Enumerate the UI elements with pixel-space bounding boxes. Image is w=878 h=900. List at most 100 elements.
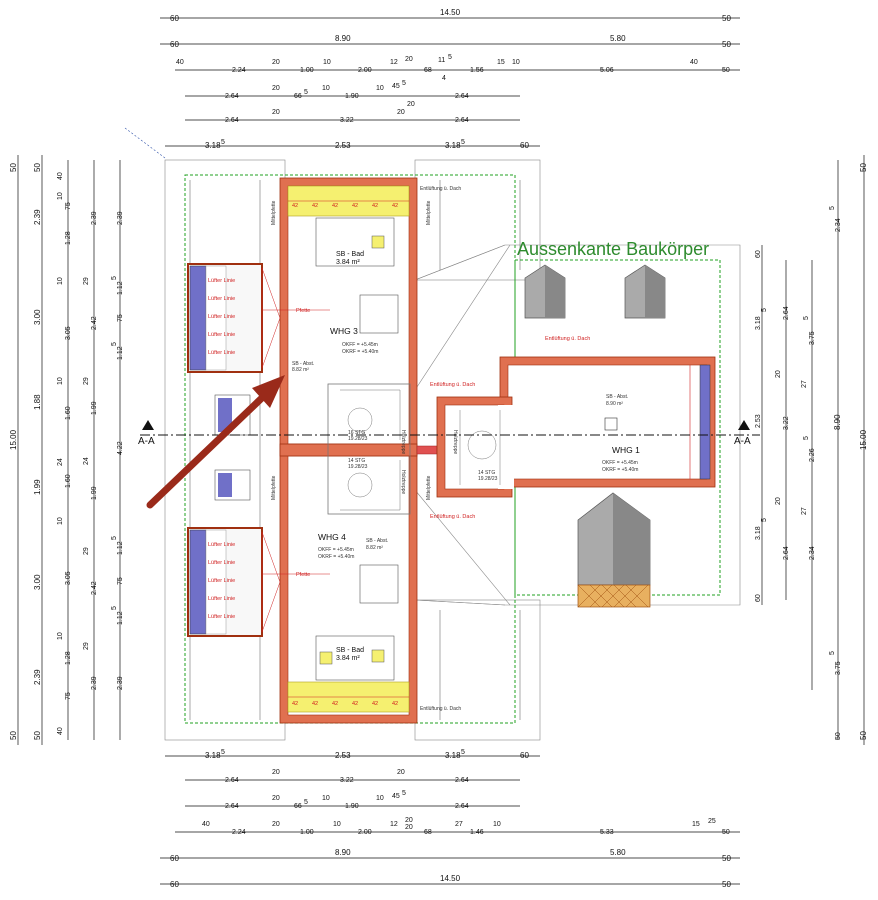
dim-text: 40 <box>57 172 64 180</box>
dim-text: 2.53 <box>335 141 351 150</box>
dim-text: 50 <box>33 731 42 740</box>
dim-text: 5.80 <box>610 848 626 857</box>
pfette-label: Pfette <box>296 572 310 578</box>
dim-text: 60 <box>170 40 179 49</box>
dim-text: 10 <box>57 192 64 200</box>
dim-text: 11 <box>438 57 445 64</box>
dim-text: 3.18 <box>445 751 461 760</box>
dim-text: 25 <box>708 818 716 825</box>
luftung-label: Lüfter Linie <box>208 296 235 302</box>
dim-text: 5 <box>221 139 225 146</box>
dim-text: 5 <box>111 606 118 610</box>
dim-text: 20 <box>272 109 280 116</box>
dim-text: 5 <box>111 342 118 346</box>
dim-text: 3.22 <box>783 416 790 430</box>
dim-text: 68 <box>424 829 432 836</box>
dim-text: 60 <box>520 141 529 150</box>
stg-lower-dim: 19.28/23 <box>348 464 368 470</box>
dim-text: 5 <box>761 308 768 312</box>
dim-text: 2.64 <box>455 777 469 784</box>
dim-text: 15 <box>497 59 505 66</box>
dim-text: 5 <box>304 89 308 96</box>
dim-text: 12 <box>390 59 398 66</box>
stg-upper-label: 16 STG <box>348 430 365 436</box>
dim-text: 3.75 <box>809 331 816 345</box>
top-dimension-chains: 60 14.50 50 60 8.90 5.80 50 40 2.24 20 1… <box>160 8 740 150</box>
mittelpfette-label: Mittelpfette <box>271 475 277 500</box>
dim-text: 3.05 <box>65 571 72 585</box>
dim-text: 10 <box>57 277 64 285</box>
whg3-abst: SB - Abst. <box>292 361 314 367</box>
luftung-label: Lüfter Linie <box>208 614 235 620</box>
dim-text: 50 <box>722 14 731 23</box>
luftung-label: Lüfter Linie <box>208 596 235 602</box>
dim-text: 50 <box>9 163 18 172</box>
dim-text: 60 <box>170 14 179 23</box>
dim-text: 1.12 <box>117 281 124 295</box>
dim-text: 3.18 <box>445 141 461 150</box>
whg4-bad-label: SB - Bad <box>336 647 364 654</box>
dim-text: 5 <box>803 316 810 320</box>
dim-text: 3.18 <box>205 751 221 760</box>
dim-text: 2.39 <box>117 676 124 690</box>
entlueftung-label: Entlüftung ü. Dach <box>420 706 461 712</box>
dim-text: 60 <box>170 854 179 863</box>
whg3-bad-area: 3.84 m² <box>336 259 360 266</box>
dim-text: 2.64 <box>783 306 790 320</box>
dim-text: 3.00 <box>33 574 42 590</box>
dim-text: 4 <box>442 75 446 82</box>
luftung-label: Lüfter Linie <box>208 578 235 584</box>
right-dimension-chains: 60 3.18 5 2.53 3.18 5 60 2.64 20 3.22 20… <box>755 155 868 745</box>
pointer-arrow <box>146 375 285 509</box>
dim-text: 20 <box>272 85 280 92</box>
dim-text: 50 <box>859 731 868 740</box>
dim-text: 3.22 <box>340 117 354 124</box>
dim-text: 1.12 <box>117 346 124 360</box>
dim-text: 14.50 <box>440 8 461 17</box>
dim-text: 5 <box>803 436 810 440</box>
dim-text: 2.39 <box>117 211 124 225</box>
dim-text: 15.00 <box>859 429 868 450</box>
dim-text: 10 <box>333 821 341 828</box>
chimneys <box>524 264 666 608</box>
dim-text: 20 <box>397 769 405 776</box>
dim-42: 42 <box>372 701 378 707</box>
dim-text: 68 <box>424 67 432 74</box>
left-dimension-chains: 50 15.00 50 50 2.39 3.00 1.88 1.99 3.00 … <box>9 155 124 745</box>
dim-text: 20 <box>775 370 782 378</box>
dim-text: 3.18 <box>205 141 221 150</box>
luftung-label: Lüfter Linie <box>208 278 235 284</box>
roof-window <box>359 294 399 334</box>
luftung-label: Lüfter Linie <box>208 350 235 356</box>
dim-text: 10 <box>376 85 384 92</box>
dim-text: 10 <box>322 795 330 802</box>
dim-text: 12 <box>390 821 398 828</box>
dim-text: 29 <box>83 277 90 285</box>
dim-text: 15.00 <box>9 429 18 450</box>
dim-text: 2.64 <box>225 803 239 810</box>
dim-42: 42 <box>292 203 298 209</box>
dim-text: 27 <box>455 821 463 828</box>
dim-text: 3.05 <box>65 326 72 340</box>
dim-text: 3.75 <box>835 661 842 675</box>
dim-text: 27 <box>801 507 808 515</box>
dim-text: 5.06 <box>600 67 614 74</box>
dim-text: 3.22 <box>340 777 354 784</box>
staircase-center: 16 STG 19.28/23 14 STG 19.28/23 Holztrep… <box>327 383 411 515</box>
dim-text: 10 <box>57 632 64 640</box>
whg1-staircase: 14 STG 19.28/23 Holztreppe <box>452 410 501 485</box>
dim-text: 40 <box>202 821 210 828</box>
mittelpfette-label: Mittelpfette <box>426 475 432 500</box>
dim-text: 1.99 <box>91 486 98 500</box>
entlueftung-label: Entlüftung ü. Dach <box>420 186 461 192</box>
whg1-title: WHG 1 <box>612 445 640 455</box>
dim-text: 29 <box>83 377 90 385</box>
whg3-top-strip: 42 42 42 42 42 42 Entlüftung ü. Dach <box>287 185 461 217</box>
dim-text: 8.90 <box>833 414 842 430</box>
whg1-chimney <box>604 417 618 431</box>
luftung-label: Lüfter Linie <box>208 542 235 548</box>
dim-text: 2.64 <box>225 777 239 784</box>
dim-text: 50 <box>835 732 842 740</box>
whg1-okff: OKFF = +5.45m <box>602 460 638 466</box>
mittelpfette-label: Mittelpfette <box>426 200 432 225</box>
